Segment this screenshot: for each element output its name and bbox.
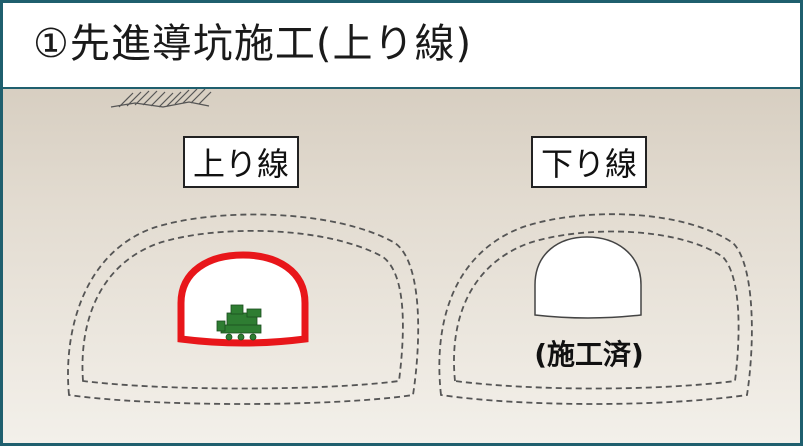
ground-hatch-icon [110, 88, 212, 108]
down-line-label: 下り線 [531, 136, 647, 188]
down-line-tunnel-outline [438, 213, 753, 405]
page-title: ①先進導坑施工(上り線) [33, 21, 473, 67]
construction-done-label: (施工済) [534, 338, 644, 371]
tunnel-boring-machine-icon [216, 304, 262, 341]
active-pilot-tunnel [177, 251, 309, 347]
up-line-label: 上り線 [183, 136, 299, 188]
up-line-tunnel-outline [67, 213, 420, 405]
completed-pilot-tunnel [534, 236, 642, 319]
diagram-canvas [67, 88, 753, 405]
title-bar: ①先進導坑施工(上り線) [3, 3, 800, 89]
